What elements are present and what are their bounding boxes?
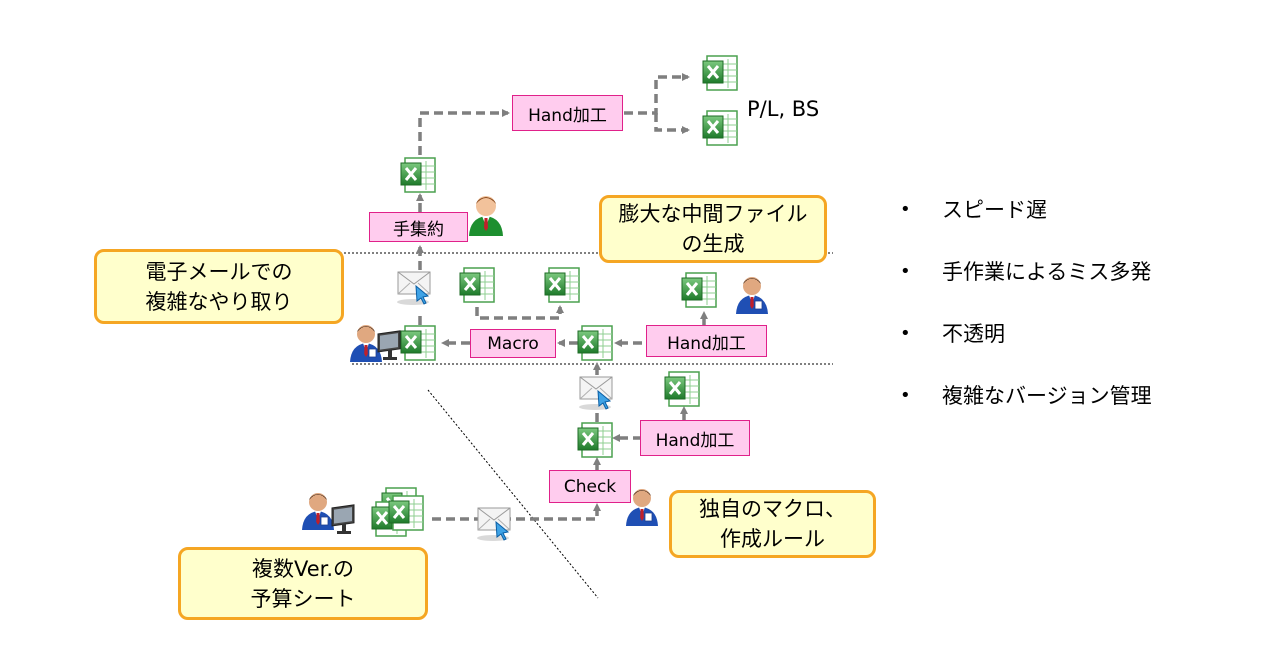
budget-sheets-callout: 複数Ver.の 予算シート bbox=[178, 547, 428, 620]
hand-processing-box: Hand加工 bbox=[512, 95, 623, 131]
check-box: Check bbox=[549, 470, 631, 503]
arrow-macro-up bbox=[475, 305, 564, 320]
callout-line: 電子メールでの bbox=[145, 259, 293, 284]
manual-aggregation-box: 手集約 bbox=[369, 212, 468, 242]
email-icon bbox=[396, 271, 431, 306]
person-icon bbox=[735, 276, 769, 315]
bullet-glyph: • bbox=[900, 199, 911, 220]
intermediate-files-callout: 膨大な中間ファイル の生成 bbox=[599, 195, 827, 263]
excel-file-icon bbox=[701, 54, 739, 92]
callout-line: 複数Ver.の bbox=[251, 556, 355, 581]
callout-line: 作成ルール bbox=[720, 527, 825, 551]
arrow-hand-split-bottom bbox=[654, 113, 690, 134]
callout-line: 予算シート bbox=[250, 586, 356, 611]
bullet-glyph: • bbox=[900, 385, 911, 406]
email-icon bbox=[578, 376, 613, 411]
excel-file-icon bbox=[576, 421, 614, 459]
list-item: • 複雑なバージョン管理 bbox=[900, 378, 1152, 440]
hand-processing-box: Hand加工 bbox=[646, 325, 767, 357]
excel-file-icon bbox=[663, 370, 701, 408]
excel-file-icon bbox=[543, 266, 581, 304]
excel-file-icon bbox=[387, 494, 425, 532]
callout-line: 膨大な中間ファイル bbox=[618, 202, 808, 226]
email-icon bbox=[476, 507, 511, 542]
list-item: • 不透明 bbox=[900, 316, 1152, 378]
callout-line: の生成 bbox=[681, 232, 745, 256]
bullet-glyph: • bbox=[900, 323, 911, 344]
excel-file-icon bbox=[680, 271, 718, 309]
list-item: • スピード遅 bbox=[900, 192, 1152, 254]
arrow-hand-split-top bbox=[624, 73, 690, 115]
list-item: • 手作業によるミス多発 bbox=[900, 254, 1152, 316]
issues-list: • スピード遅 • 手作業によるミス多発 • 不透明 • 複雑なバージョン管理 bbox=[900, 192, 1152, 440]
issue-text: 不透明 bbox=[942, 322, 1005, 346]
hand-processing-box: Hand加工 bbox=[640, 420, 750, 456]
excel-file-icon bbox=[399, 156, 437, 194]
person-computer-icon bbox=[301, 492, 355, 535]
macro-rules-callout: 独自のマクロ、 作成ルール bbox=[669, 490, 876, 558]
person-computer-icon bbox=[349, 324, 401, 363]
callout-line: 独自のマクロ、 bbox=[699, 497, 846, 521]
issue-text: 複雑なバージョン管理 bbox=[942, 384, 1152, 408]
email-callout: 電子メールでの 複雑なやり取り bbox=[94, 249, 344, 324]
excel-file-icon bbox=[399, 324, 437, 362]
excel-file-icon bbox=[576, 324, 614, 362]
issue-text: スピード遅 bbox=[942, 198, 1047, 222]
excel-file-icon bbox=[701, 109, 739, 147]
separator-diagonal bbox=[427, 389, 599, 599]
bullet-glyph: • bbox=[900, 261, 911, 282]
person-icon bbox=[469, 196, 503, 236]
arrow-excel-to-hand bbox=[418, 109, 510, 155]
issue-text: 手作業によるミス多発 bbox=[942, 260, 1152, 284]
macro-box: Macro bbox=[470, 329, 556, 358]
excel-file-icon bbox=[458, 266, 496, 304]
arrow-email-to-check bbox=[432, 503, 601, 521]
callout-line: 複雑なやり取り bbox=[145, 289, 293, 314]
output-label: P/L, BS bbox=[747, 97, 820, 121]
